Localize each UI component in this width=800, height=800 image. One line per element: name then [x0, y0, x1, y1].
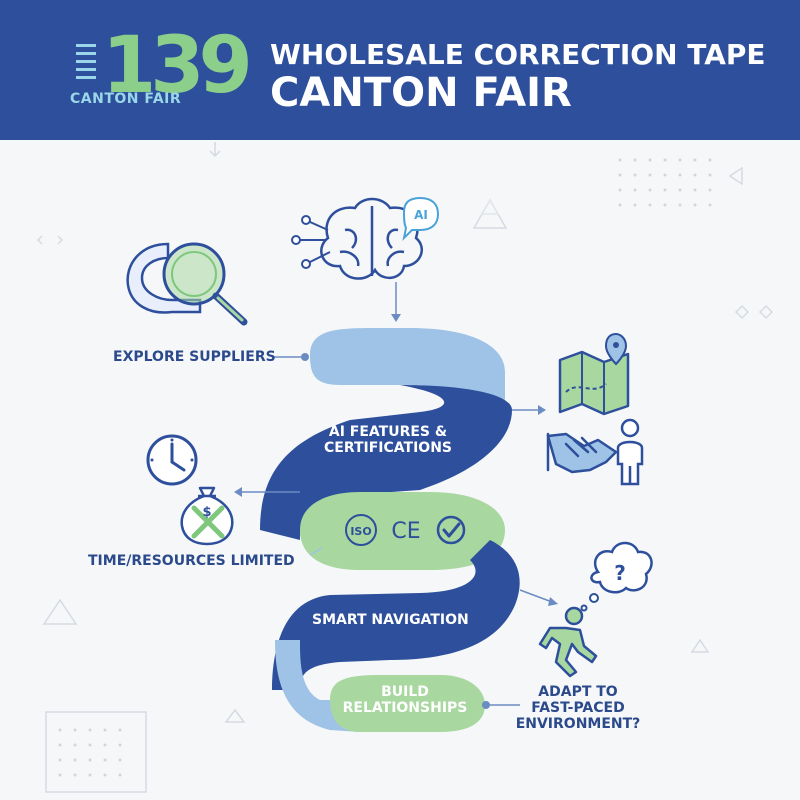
ai-features-line2: CERTIFICATIONS	[323, 440, 452, 456]
iso-mark: ISO	[350, 525, 371, 538]
clock-icon	[146, 434, 198, 486]
adapt-label: ADAPT TO FAST-PACED ENVIRONMENT?	[508, 684, 648, 732]
checkmark-icon	[436, 515, 466, 545]
dot-grid	[58, 158, 712, 777]
circuit-lines-icon	[291, 215, 331, 269]
handshake-icon	[546, 432, 618, 474]
logo-text: CANTON FAIR	[70, 91, 182, 107]
explore-suppliers-label: EXPLORE SUPPLIERS	[113, 349, 276, 365]
page-title-line1: WHOLESALE CORRECTION TAPE	[270, 38, 766, 71]
adapt-line2: FAST-PACED	[531, 700, 625, 716]
thought-bubble-icon	[580, 541, 653, 612]
connectors	[234, 282, 558, 709]
ai-badge-text: AI	[414, 208, 428, 222]
background-decoration	[36, 142, 774, 793]
serpentine-path	[260, 328, 520, 732]
iso-icon	[345, 514, 377, 546]
page-title-line2: CANTON FAIR	[270, 70, 572, 116]
question-mark: ?	[614, 561, 626, 585]
ai-bubble-icon	[402, 196, 440, 242]
band-smart-navigation	[272, 540, 520, 690]
ai-features-line1: AI FEATURES &	[328, 424, 448, 440]
smart-navigation-label: SMART NAVIGATION	[312, 612, 469, 628]
logo-number: 139	[102, 21, 253, 111]
adapt-line1: ADAPT TO	[538, 684, 618, 700]
build-line1: BUILD	[381, 684, 429, 700]
header-banner: 139 CANTON FAIR WHOLESALE CORRECTION TAP…	[0, 0, 800, 140]
ai-features-label: AI FEATURES & CERTIFICATIONS	[318, 424, 458, 456]
money-bag-icon	[180, 486, 234, 546]
band-build-relationships	[330, 675, 485, 732]
dollar-sign: $	[202, 505, 211, 520]
build-relationships-label: BUILD RELATIONSHIPS	[330, 684, 480, 716]
band-certifications	[300, 492, 505, 570]
magnifier-icon	[126, 242, 248, 326]
person-icon	[616, 418, 644, 486]
ce-mark: CE	[391, 519, 420, 544]
adapt-line3: ENVIRONMENT?	[515, 716, 641, 732]
build-line2: RELATIONSHIPS	[342, 700, 468, 716]
running-person-icon	[538, 606, 598, 678]
map-icon	[558, 332, 630, 416]
logo-lines-icon	[76, 44, 96, 79]
time-resources-label: TIME/RESOURCES LIMITED	[88, 553, 295, 569]
